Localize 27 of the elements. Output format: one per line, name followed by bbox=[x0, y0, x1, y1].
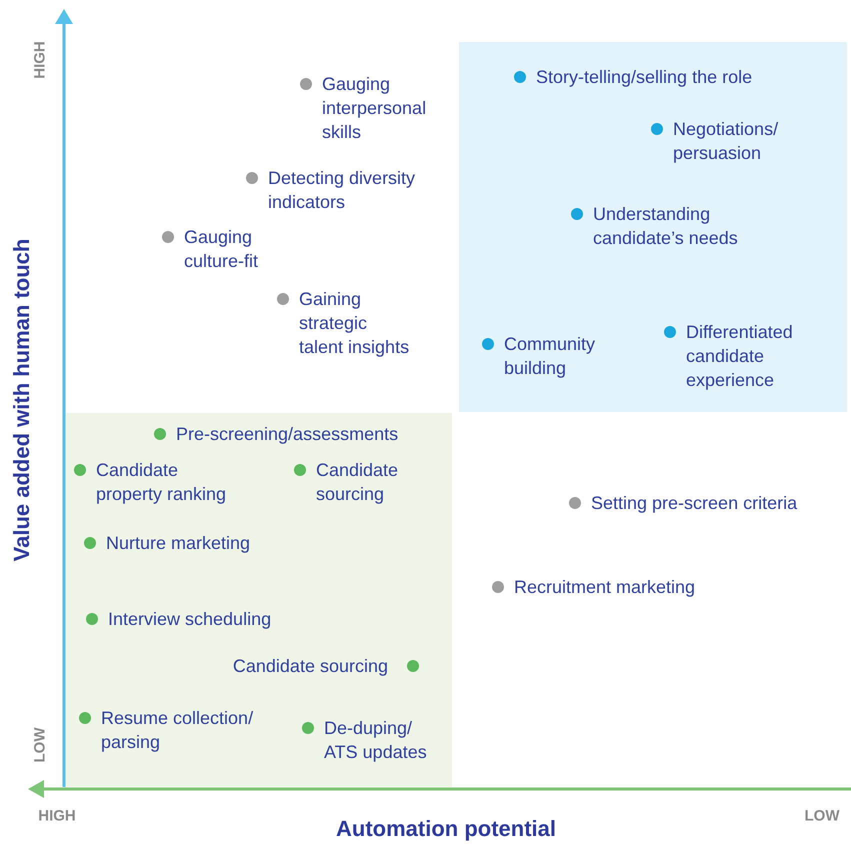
axis-end-label: HIGH bbox=[32, 41, 48, 79]
axis-title: Automation potential bbox=[336, 818, 556, 840]
item-label: Pre-screening/assessments bbox=[176, 423, 400, 446]
axis-end-label: LOW bbox=[804, 808, 840, 824]
item-label: Candidate property ranking bbox=[96, 459, 228, 506]
quadrant-background bbox=[459, 42, 847, 412]
item-label: Resume collection/ parsing bbox=[101, 707, 254, 754]
item-label: Community building bbox=[504, 333, 596, 380]
item-label: Negotiations/ persuasion bbox=[673, 118, 780, 165]
item-label: Story-telling/selling the role bbox=[536, 66, 754, 89]
item-label: De-duping/ ATS updates bbox=[324, 717, 428, 764]
item-label: Understanding candidate’s needs bbox=[593, 203, 739, 250]
item-label: Nurture marketing bbox=[106, 532, 252, 555]
item-label: Interview scheduling bbox=[108, 608, 272, 631]
item-label: Detecting diversity indicators bbox=[268, 167, 416, 214]
item-label: Recruitment marketing bbox=[514, 576, 696, 599]
item-label: Gaining strategic talent insights bbox=[299, 288, 410, 359]
quadrant-background bbox=[65, 413, 452, 787]
item-label: Setting pre-screen criteria bbox=[591, 492, 798, 515]
item-label: Gauging culture-fit bbox=[184, 226, 260, 273]
item-label: Candidate sourcing bbox=[316, 459, 400, 506]
axis-title: Value added with human touch bbox=[11, 238, 33, 562]
item-label: Gauging interpersonal skills bbox=[322, 73, 428, 144]
item-label: Candidate sourcing bbox=[232, 655, 388, 678]
axis-end-label: HIGH bbox=[38, 808, 76, 824]
axis-end-label: LOW bbox=[32, 728, 48, 762]
item-label: Differentiated candidate experience bbox=[686, 321, 794, 392]
